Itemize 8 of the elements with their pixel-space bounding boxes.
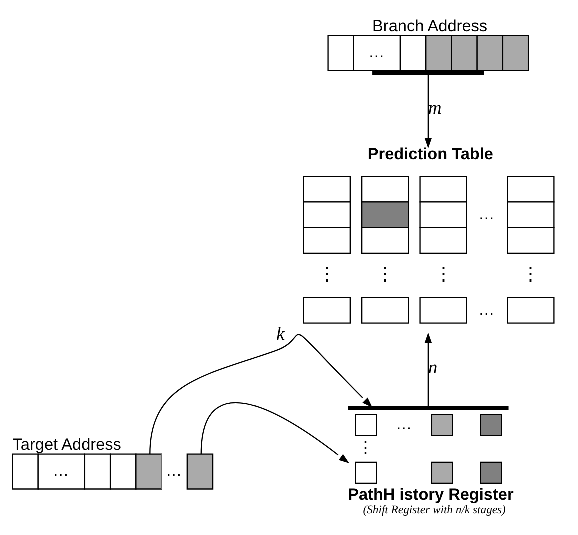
edge-label: k bbox=[276, 323, 285, 344]
edge-label: n bbox=[428, 357, 438, 378]
node-text: Target Address … … bbox=[12, 435, 182, 480]
node-label: Branch Address bbox=[372, 16, 488, 35]
node-label: PathH istory Register bbox=[348, 485, 514, 504]
node-label: (Shift Register with n/k stages) bbox=[363, 503, 506, 516]
node-text: Prediction Table … ⋮ ⋮ ⋮ ⋮ … bbox=[318, 144, 541, 318]
edge-label: m bbox=[428, 98, 442, 119]
